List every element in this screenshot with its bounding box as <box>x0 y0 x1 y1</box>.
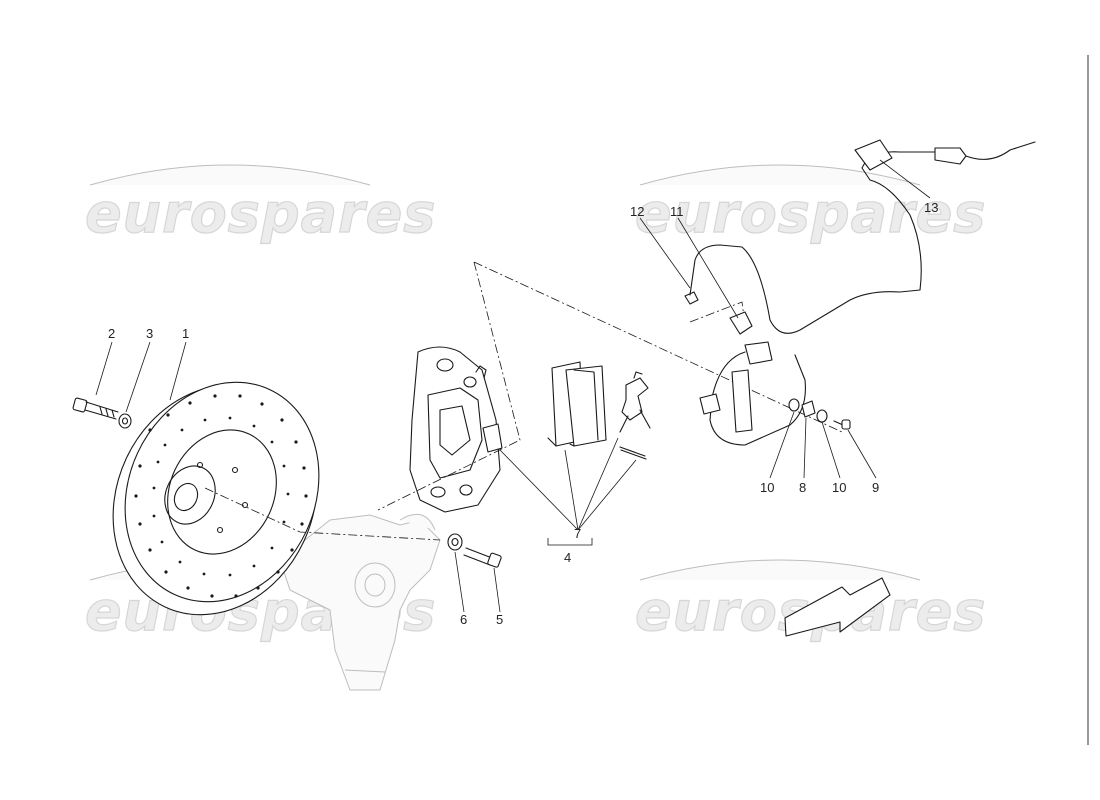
brake-caliper <box>409 346 503 513</box>
disc-drilled-holes <box>134 394 308 598</box>
caliper-washer <box>447 533 463 551</box>
callout-10-left: 10 <box>760 480 774 495</box>
callout-11: 11 <box>670 204 684 219</box>
watermark-group: eurospares eurospares eurospares eurospa… <box>84 164 986 644</box>
brake-pads <box>547 361 607 447</box>
callout-6: 6 <box>460 612 467 627</box>
abs-sensor <box>699 341 806 446</box>
callout-3: 3 <box>146 326 153 341</box>
sensor-washer-left <box>788 398 800 412</box>
callout-13: 13 <box>924 200 938 215</box>
callout-10-right: 10 <box>832 480 846 495</box>
hub-carrier <box>279 513 441 691</box>
callout-2: 2 <box>108 326 115 341</box>
brake-disc <box>112 381 320 616</box>
hose-clip <box>729 311 753 335</box>
callout-7: 7 <box>574 526 581 541</box>
pad-retaining-spring <box>619 371 651 433</box>
callout-4: 4 <box>564 550 571 565</box>
callout-12: 12 <box>630 204 644 219</box>
sensor-screw <box>833 419 851 430</box>
watermark-bottom-right: eurospares <box>635 580 986 643</box>
sensor-washer-right <box>816 409 828 423</box>
callout-5: 5 <box>496 612 503 627</box>
watermark-top-left: eurospares <box>85 182 436 245</box>
watermark-top-right: eurospares <box>635 182 986 245</box>
caliper-bolt <box>463 547 502 568</box>
pad-pin <box>619 446 647 460</box>
callout-8: 8 <box>799 480 806 495</box>
callout-labels: 1 2 3 4 5 6 7 8 9 10 10 11 12 13 <box>108 200 938 627</box>
callout-1: 1 <box>182 326 189 341</box>
direction-arrow <box>784 577 891 637</box>
disc-washer <box>118 413 132 429</box>
disc-bolt <box>72 397 119 420</box>
callout-9: 9 <box>872 480 879 495</box>
callout-leader-lines <box>95 159 931 613</box>
sensor-bracket <box>801 400 816 418</box>
